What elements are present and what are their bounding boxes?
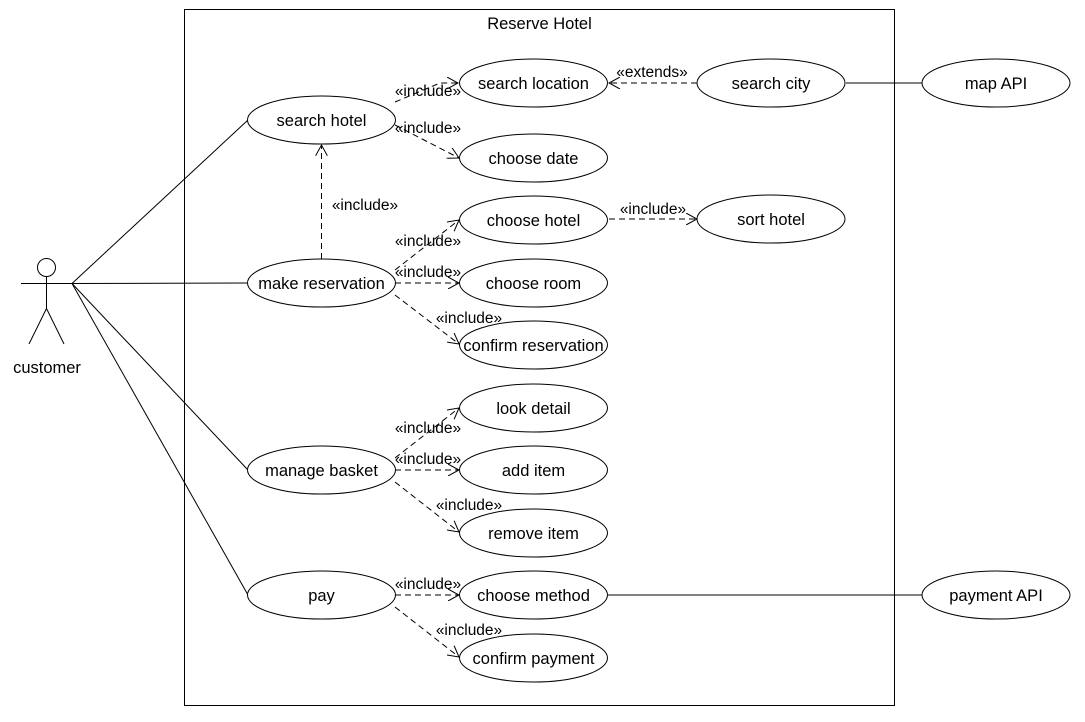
dependency-edges	[322, 83, 698, 657]
use-case-search-location[interactable]: search location	[459, 58, 608, 108]
use-case-choose-date[interactable]: choose date	[459, 133, 608, 183]
use-case-choose-hotel[interactable]: choose hotel	[459, 195, 608, 245]
external-associations	[608, 82, 922, 596]
actor-associations	[71, 119, 249, 596]
system-boundary	[184, 9, 895, 706]
include-edge-remove-item	[394, 481, 459, 532]
external-label: payment API	[949, 587, 1043, 605]
label-include-confirm-payment: «include»	[436, 622, 502, 639]
include-edge-look-detail	[394, 408, 459, 459]
use-case-choose-room[interactable]: choose room	[459, 258, 608, 308]
label-include-look-detail: «include»	[395, 420, 461, 437]
label-include-sort-hotel: «include»	[620, 201, 686, 218]
use-case-search-hotel[interactable]: search hotel	[247, 95, 396, 145]
use-case-label: choose date	[489, 150, 579, 168]
use-case-label: pay	[308, 587, 335, 605]
actor-label: customer	[13, 359, 81, 377]
use-case-manage-basket[interactable]: manage basket	[247, 445, 396, 495]
use-case-label: look detail	[496, 400, 570, 418]
label-include-choose-date: «include»	[395, 120, 461, 137]
label-include-choose-method: «include»	[395, 576, 461, 593]
label-include-search-location: «include»	[395, 83, 461, 100]
external-payment-api[interactable]: payment API	[921, 570, 1071, 620]
use-case-confirm-reservation[interactable]: confirm reservation	[459, 320, 608, 370]
use-case-confirm-payment[interactable]: confirm payment	[459, 633, 608, 683]
include-edge-confirm-payment	[394, 606, 459, 657]
use-case-look-detail[interactable]: look detail	[459, 383, 608, 433]
label-include-remove-item: «include»	[436, 497, 502, 514]
label-include-choose-hotel: «include»	[395, 233, 461, 250]
use-case-label: make reservation	[258, 275, 385, 293]
include-edge-confirm-reservation	[394, 294, 459, 344]
use-case-choose-method[interactable]: choose method	[459, 570, 608, 620]
include-edge-choose-hotel	[394, 220, 459, 271]
association-pay	[71, 283, 249, 596]
use-case-label: sort hotel	[737, 211, 805, 229]
use-case-pay[interactable]: pay	[247, 570, 396, 620]
use-case-label: add item	[502, 462, 565, 480]
use-case-add-item[interactable]: add item	[459, 445, 608, 495]
association-search-hotel	[71, 119, 249, 284]
actor-customer[interactable]: customer	[13, 258, 81, 378]
use-case-label: search hotel	[277, 112, 367, 130]
association-manage-basket	[71, 283, 249, 471]
external-label: map API	[965, 75, 1027, 93]
use-case-label: confirm payment	[473, 650, 595, 668]
label-include-choose-room: «include»	[395, 264, 461, 281]
use-case-label: search location	[478, 75, 589, 93]
relation-labels: «include» «include» «extends» «include» …	[332, 64, 688, 639]
label-include-make-reservation: «include»	[332, 197, 398, 214]
use-case-make-reservation[interactable]: make reservation	[247, 258, 396, 308]
label-extends-search-city: «extends»	[616, 64, 688, 81]
actor-figure-icon	[21, 258, 72, 345]
use-case-sort-hotel[interactable]: sort hotel	[696, 194, 846, 244]
use-case-label: manage basket	[265, 462, 378, 480]
label-include-confirm-reservation: «include»	[436, 310, 502, 327]
use-case-label: search city	[732, 75, 812, 93]
system-title: Reserve Hotel	[487, 15, 592, 33]
use-case-label: choose hotel	[487, 212, 581, 230]
association-make-reservation	[71, 282, 248, 284]
include-edge-search-location	[394, 83, 458, 103]
use-case-search-city[interactable]: search city	[696, 58, 846, 108]
use-case-remove-item[interactable]: remove item	[459, 508, 608, 558]
label-include-add-item: «include»	[395, 451, 461, 468]
use-case-label: remove item	[488, 525, 579, 543]
external-map-api[interactable]: map API	[921, 58, 1071, 108]
use-case-label: confirm reservation	[463, 337, 603, 355]
use-case-label: choose room	[486, 275, 581, 293]
include-edge-choose-date	[394, 124, 459, 158]
use-case-label: choose method	[477, 587, 590, 605]
